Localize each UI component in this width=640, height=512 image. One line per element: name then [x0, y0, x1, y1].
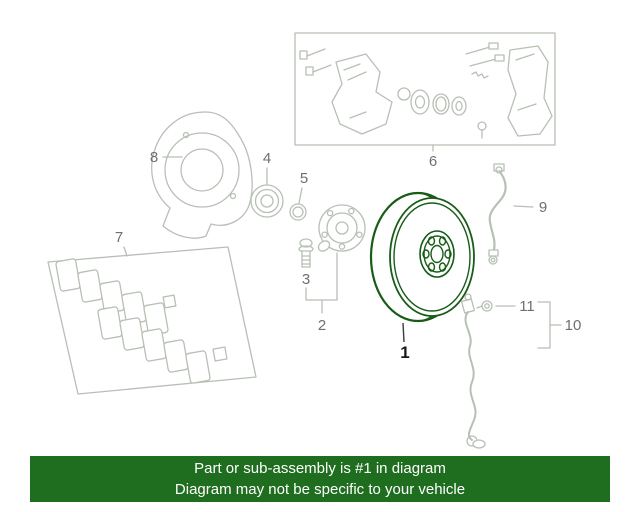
rotor-hat	[419, 230, 455, 278]
splash-shield	[151, 111, 253, 239]
caliper-bolts	[299, 48, 332, 76]
caliper-bracket-hatch	[343, 63, 367, 119]
callout-3: 3	[302, 271, 310, 288]
sensor-wire	[464, 311, 477, 441]
caliper-body-hatch	[515, 53, 537, 111]
callout-2: 2	[318, 317, 326, 334]
callout-1-highlighted: 1	[400, 343, 409, 362]
caliper-body	[507, 45, 553, 137]
snap-ring-group: 5	[289, 170, 308, 221]
callout-7: 7	[115, 229, 123, 246]
callout-8: 8	[150, 149, 158, 166]
leader-7	[123, 246, 128, 257]
callout-4: 4	[263, 150, 271, 167]
splash-shield-group: 8	[150, 111, 253, 239]
grommet-group: 11	[476, 298, 535, 315]
caliper-assembly-group: 6	[294, 32, 556, 170]
brake-rotor-group: 1	[369, 191, 475, 362]
leader-5	[298, 187, 303, 204]
hub-bolt-group: 3	[298, 238, 314, 288]
rotor-lug-holes	[422, 236, 452, 272]
caliper-bracket	[331, 53, 393, 135]
wheel-bearing-group: 4	[250, 150, 284, 218]
rotor-center-hole	[430, 244, 444, 264]
caliper-guide-pins	[465, 42, 505, 79]
bracket-10	[537, 301, 562, 349]
pads-box-outline	[47, 246, 257, 395]
leader-9	[513, 205, 534, 208]
brake-pads-group: 7	[47, 229, 257, 395]
callout-10: 10	[565, 317, 582, 334]
caliper-box-outline	[294, 32, 556, 146]
leader-1	[402, 322, 405, 343]
callout-11: 11	[519, 298, 535, 315]
banner-line-2: Diagram may not be specific to your vehi…	[174, 481, 466, 498]
banner-line-1: Part or sub-assembly is #1 in diagram	[194, 460, 446, 477]
brake-hose	[488, 170, 507, 252]
bleeder-screw	[477, 121, 487, 139]
callout-6: 6	[429, 153, 437, 170]
footer-banner: Part or sub-assembly is #1 in diagram Di…	[30, 456, 610, 502]
brake-pads	[55, 258, 228, 384]
hub-assembly-group: 2	[305, 204, 366, 334]
abs-sensor-group: 10	[460, 293, 582, 449]
caliper-piston-seals	[397, 87, 467, 116]
brake-hose-group: 9	[488, 163, 547, 265]
callout-5: 5	[300, 170, 308, 187]
callout-9: 9	[539, 199, 547, 216]
